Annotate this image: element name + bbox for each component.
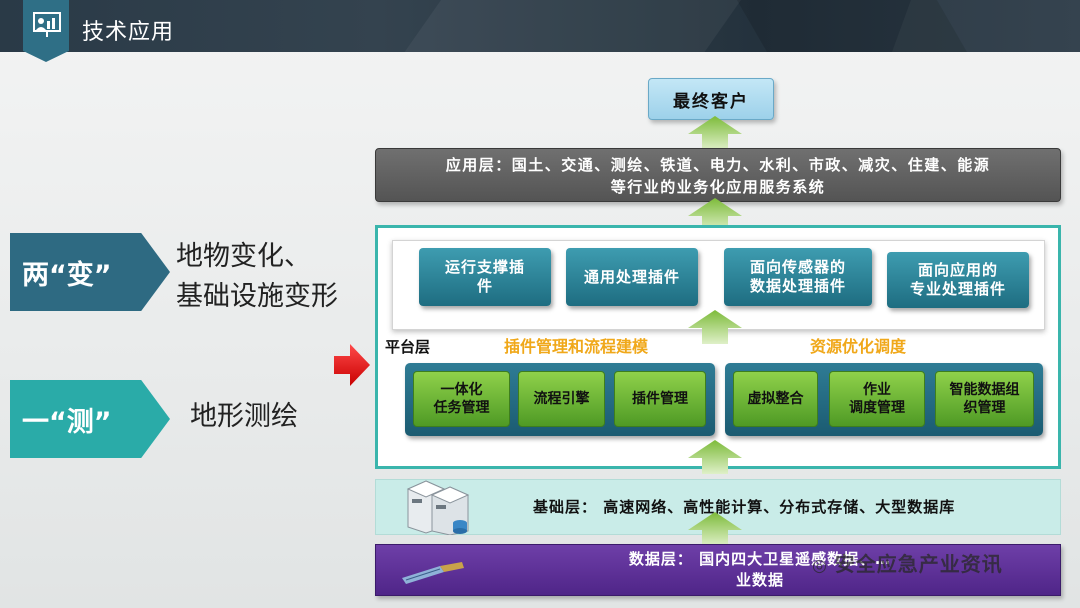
data-layer [375, 544, 1061, 596]
chevron-two-changes: 两“变” [10, 233, 170, 311]
red-arrow-icon [334, 344, 370, 386]
up-arrow-icon [688, 310, 742, 344]
plugin-general-processing: 通用处理插件 [566, 248, 698, 306]
smart-data-organization: 智能数据组织管理 [935, 371, 1034, 427]
data-layer-line1: 数据层： 国内四大卫星遥感数据、… [628, 550, 892, 568]
workflow-engine: 流程引擎 [518, 371, 605, 427]
job-scheduling-management: 作业调度管理 [829, 371, 925, 427]
chevron-one-survey: 一“测” [10, 380, 170, 458]
platform-layer-label: 平台层 [385, 338, 431, 356]
virtual-integration: 虚拟整合 [733, 371, 818, 427]
plugin-management: 插件管理 [614, 371, 706, 427]
wechat-icon: ◎ [812, 556, 835, 576]
server-icon [406, 480, 470, 535]
up-arrow-icon [688, 440, 742, 474]
header-bar [0, 0, 1080, 52]
plugin-application-processing: 面向应用的专业处理插件 [887, 252, 1029, 308]
watermark: ◎ 安全应急产业资讯 [812, 552, 1003, 576]
up-arrow-icon [688, 198, 742, 232]
one-survey-text: 地形测绘 [190, 401, 298, 432]
integrated-task-management: 一体化任务管理 [413, 371, 510, 427]
section-plugin-management: 插件管理和流程建模 [504, 337, 649, 356]
two-changes-line1: 地物变化、 [176, 241, 311, 272]
two-changes-text: 地物变化、 基础设施变形 [176, 237, 338, 317]
final-customer-box: 最终客户 [648, 78, 774, 120]
page-title: 技术应用 [82, 20, 175, 45]
plugin-runtime-support: 运行支撑插件 [419, 248, 551, 306]
app-layer-line2: 等行业的业务化应用服务系统 [610, 178, 826, 196]
up-arrow-icon [688, 116, 742, 150]
satellite-icon [402, 562, 464, 584]
data-layer-text: 数据层： 国内四大卫星遥感数据、… 业数据 [480, 549, 1040, 591]
base-layer-text: 基础层： 高速网络、高性能计算、分布式存储、大型数据库 [533, 498, 956, 516]
two-changes-line2: 基础设施变形 [176, 281, 338, 312]
application-layer: 应用层：国土、交通、测绘、铁道、电力、水利、市政、减灾、住建、能源 等行业的业务… [375, 148, 1061, 202]
plugin-sensor-processing: 面向传感器的数据处理插件 [724, 248, 872, 306]
presentation-chart-icon [33, 12, 61, 37]
up-arrow-icon [688, 512, 742, 546]
data-layer-line2: 业数据 [735, 571, 784, 589]
app-layer-line1: 应用层：国土、交通、测绘、铁道、电力、水利、市政、减灾、住建、能源 [445, 156, 991, 174]
section-resource-scheduling: 资源优化调度 [810, 337, 907, 356]
